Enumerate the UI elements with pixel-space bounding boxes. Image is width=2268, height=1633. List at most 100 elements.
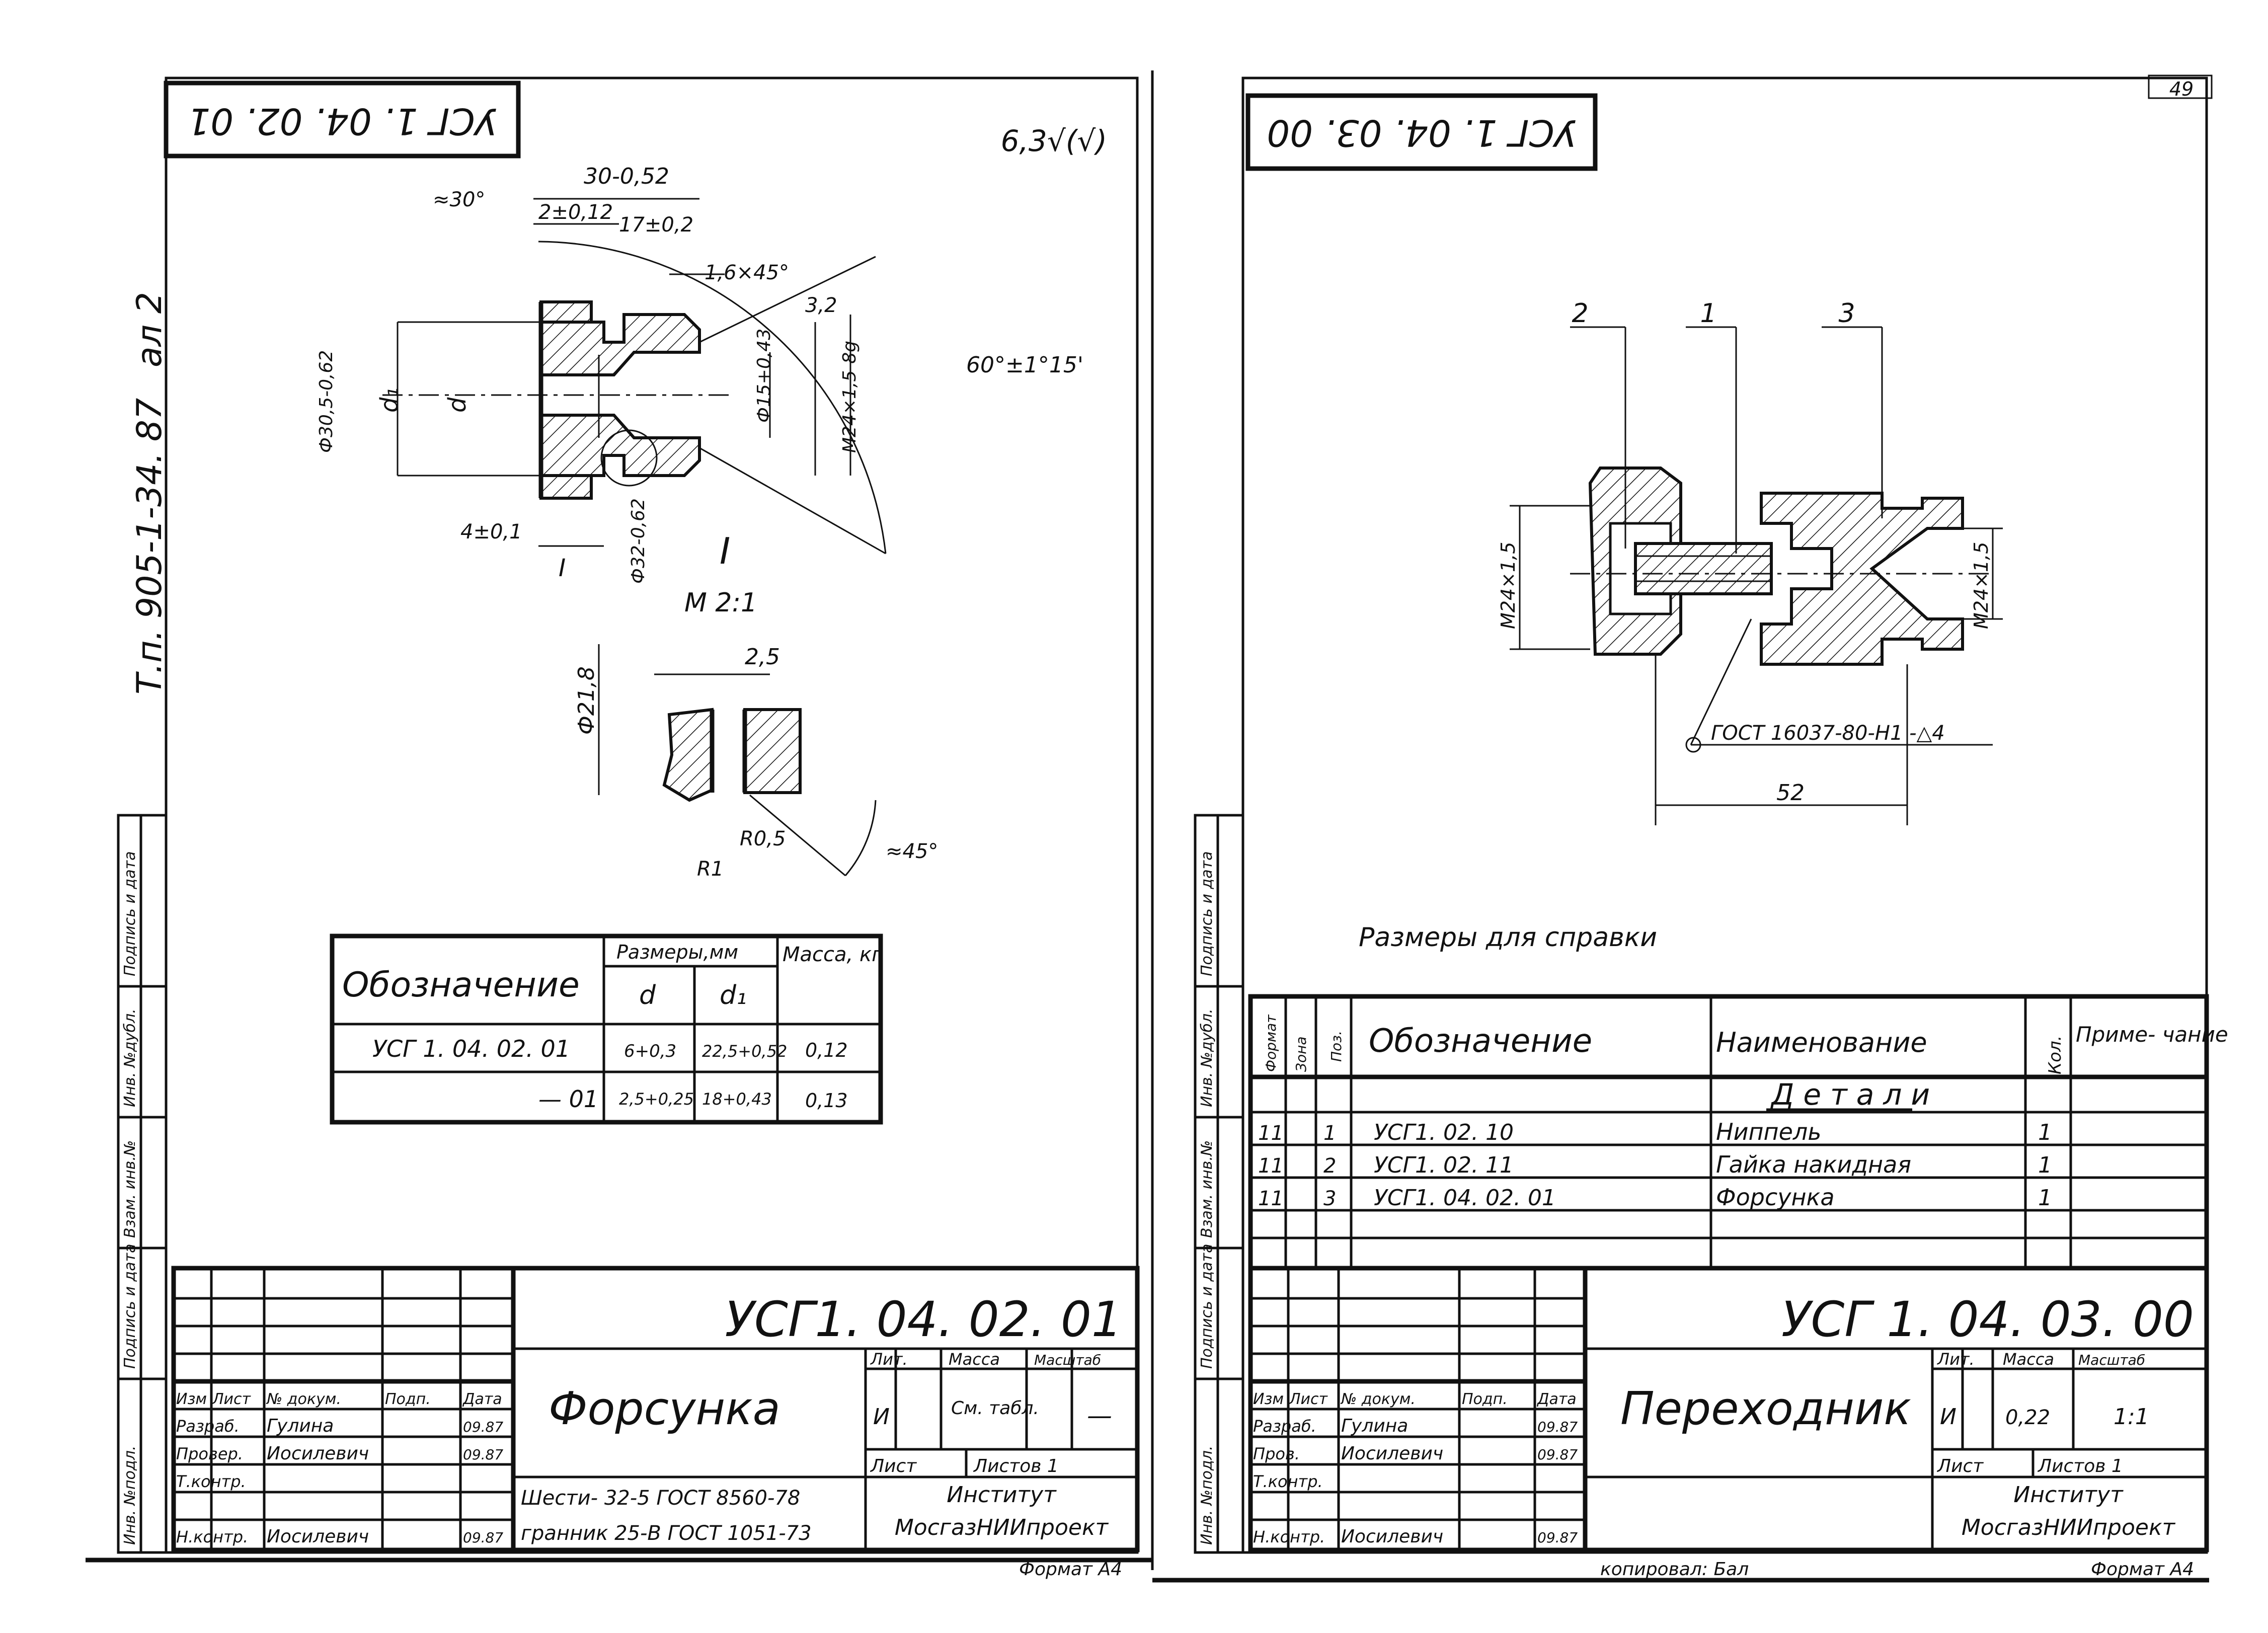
- svg-text:Масштаб: Масштаб: [1034, 1352, 1101, 1368]
- side-sheet: ал 2: [130, 292, 170, 367]
- svg-text:Ф21,8: Ф21,8: [574, 666, 599, 735]
- svg-text:I: I: [720, 530, 730, 572]
- svg-text:гранник 25-В ГОСТ 1051-73: гранник 25-В ГОСТ 1051-73: [521, 1522, 812, 1545]
- svg-text:копировал: Бал: копировал: Бал: [1600, 1559, 1749, 1580]
- svg-text:Лит.: Лит.: [1937, 1350, 1975, 1369]
- spec-row: 11 3 УСГ1. 04. 02. 01 Форсунка 1: [1258, 1184, 2052, 1211]
- svg-text:Масса: Масса: [2003, 1350, 2054, 1369]
- size-table: [330, 934, 883, 1125]
- svg-text:≈30°: ≈30°: [433, 188, 485, 211]
- svg-text:Форсунка: Форсунка: [1716, 1184, 1835, 1211]
- svg-text:Изм: Изм: [176, 1390, 207, 1408]
- svg-text:30-0,52: 30-0,52: [584, 164, 669, 189]
- svg-text:3: 3: [1323, 1187, 1336, 1210]
- right-sheet: 49 УСГ 1. 04. 03. 00 Подпись и дата Инв.…: [1194, 74, 2228, 1580]
- left-top-stamp: УСГ 1. 04. 02. 01: [187, 100, 497, 142]
- svg-text:R0,5: R0,5: [740, 827, 786, 850]
- svg-text:УСГ1. 04. 02. 01: УСГ1. 04. 02. 01: [1374, 1185, 1556, 1211]
- svg-text:2: 2: [1323, 1154, 1336, 1178]
- svg-text:Гулина: Гулина: [1341, 1416, 1408, 1436]
- svg-text:2,5: 2,5: [745, 644, 780, 670]
- svg-text:Пров.: Пров.: [1253, 1444, 1300, 1463]
- svg-text:Листов 1: Листов 1: [973, 1456, 1059, 1476]
- svg-text:Формат: Формат: [1263, 1015, 1279, 1072]
- svg-text:Подпись и дата: Подпись и дата: [1198, 851, 1216, 977]
- right-side-strip: Подпись и дата Инв. №дубл. Взам. инв.№ П…: [1194, 814, 1244, 1554]
- left-sheet: УСГ 1. 04. 02. 01 6,3√(√) Т.п. 905-1-34.…: [117, 76, 1140, 1580]
- right-doc-name: Переходник: [1620, 1382, 1911, 1435]
- svg-text:Формат А4: Формат А4: [1019, 1559, 1122, 1580]
- svg-text:R1: R1: [697, 858, 724, 881]
- svg-text:Ф15+0,43: Ф15+0,43: [754, 329, 774, 423]
- svg-text:М24×1,5: М24×1,5: [1497, 542, 1519, 629]
- svg-text:Н.контр.: Н.контр.: [176, 1527, 248, 1546]
- svg-text:1,6×45°: 1,6×45°: [705, 261, 789, 284]
- svg-text:0,12: 0,12: [805, 1039, 848, 1061]
- svg-text:09.87: 09.87: [1537, 1446, 1578, 1463]
- svg-text:Поз.: Поз.: [1328, 1031, 1345, 1062]
- svg-text:4±0,1: 4±0,1: [460, 520, 522, 543]
- svg-text:1: 1: [2038, 1152, 2052, 1178]
- svg-text:1: 1: [1700, 298, 1716, 329]
- right-doc-code: УСГ 1. 04. 03. 00: [1781, 1291, 2194, 1348]
- svg-text:22,5+0,52: 22,5+0,52: [702, 1042, 787, 1061]
- svg-text:Зона: Зона: [1293, 1036, 1309, 1072]
- svg-text:Т.контр.: Т.контр.: [1253, 1472, 1323, 1491]
- svg-text:1: 1: [2038, 1185, 2052, 1211]
- svg-text:№ докум.: № докум.: [266, 1390, 341, 1408]
- svg-text:2,5+0,25: 2,5+0,25: [619, 1090, 694, 1109]
- right-title-block: [1248, 1266, 2209, 1552]
- svg-text:—: —: [1087, 1401, 1112, 1430]
- svg-text:Разраб.: Разраб.: [176, 1417, 240, 1436]
- svg-text:И: И: [1940, 1404, 1957, 1430]
- svg-text:М24×1,5: М24×1,5: [1970, 542, 1992, 629]
- svg-text:I: I: [559, 554, 566, 582]
- svg-text:Подп.: Подп.: [1462, 1390, 1508, 1408]
- svg-text:Подпись и дата: Подпись и дата: [121, 1244, 139, 1369]
- svg-text:Н.контр.: Н.контр.: [1253, 1527, 1325, 1546]
- roughness-symbol: 6,3√(√): [1001, 124, 1107, 158]
- svg-text:2: 2: [1572, 298, 1588, 329]
- svg-text:60°±1°15': 60°±1°15': [966, 352, 1083, 378]
- svg-text:Институт: Институт: [947, 1482, 1057, 1508]
- svg-text:И: И: [873, 1404, 890, 1430]
- svg-text:Формат А4: Формат А4: [2091, 1559, 2194, 1580]
- svg-text:d: d: [639, 980, 656, 1010]
- svg-text:Гулина: Гулина: [267, 1416, 334, 1436]
- svg-text:d: d: [443, 397, 472, 413]
- left-side-strip: Подпись и дата Инв. №дубл. Взам. инв.№ П…: [117, 814, 168, 1554]
- svg-text:Лист: Лист: [870, 1456, 917, 1476]
- svg-text:Подп.: Подп.: [385, 1390, 431, 1408]
- svg-text:МосгазНИИпроект: МосгазНИИпроект: [1962, 1515, 2176, 1540]
- svg-text:11: 11: [1258, 1122, 1284, 1145]
- svg-text:УСГ1. 02. 11: УСГ1. 02. 11: [1374, 1152, 1514, 1178]
- svg-text:Ф30,5-0,62: Ф30,5-0,62: [316, 350, 337, 453]
- svg-text:09.87: 09.87: [463, 1446, 503, 1463]
- svg-text:Гайка накидная: Гайка накидная: [1716, 1151, 1911, 1178]
- svg-text:Масштаб: Масштаб: [2078, 1352, 2145, 1368]
- left-top-stamp-box: [164, 81, 521, 159]
- svg-text:Провер.: Провер.: [176, 1444, 243, 1463]
- adapter-drawing: [1510, 326, 2003, 825]
- svg-text:≈45°: ≈45°: [886, 840, 938, 863]
- svg-text:Ф32-0,62: Ф32-0,62: [628, 498, 649, 584]
- svg-text:d₁: d₁: [720, 980, 747, 1010]
- svg-text:Лист: Лист: [1936, 1456, 1984, 1476]
- svg-text:d₁: d₁: [375, 387, 404, 413]
- svg-text:Инв. №дубл.: Инв. №дубл.: [1198, 1008, 1216, 1107]
- svg-text:Шести- 32-5 ГОСТ 8560-78: Шести- 32-5 ГОСТ 8560-78: [521, 1487, 800, 1510]
- svg-text:0,22: 0,22: [2005, 1406, 2050, 1429]
- svg-text:Наименование: Наименование: [1716, 1027, 1927, 1058]
- svg-text:1: 1: [1323, 1122, 1336, 1145]
- left-doc-name: Форсунка: [549, 1382, 780, 1435]
- spec-table: [1248, 994, 2209, 1271]
- svg-text:Иосилевич: Иосилевич: [267, 1443, 369, 1464]
- svg-text:Иосилевич: Иосилевич: [267, 1526, 369, 1547]
- svg-text:1:1: 1:1: [2114, 1404, 2149, 1430]
- svg-text:Изм: Изм: [1253, 1390, 1284, 1408]
- nozzle-drawing: [382, 198, 887, 555]
- svg-text:Ниппель: Ниппель: [1716, 1118, 1821, 1145]
- spec-row: 11 1 УСГ1. 02. 10 Ниппель 1: [1258, 1118, 2052, 1145]
- side-code: Т.п. 905-1-34. 87: [130, 398, 170, 694]
